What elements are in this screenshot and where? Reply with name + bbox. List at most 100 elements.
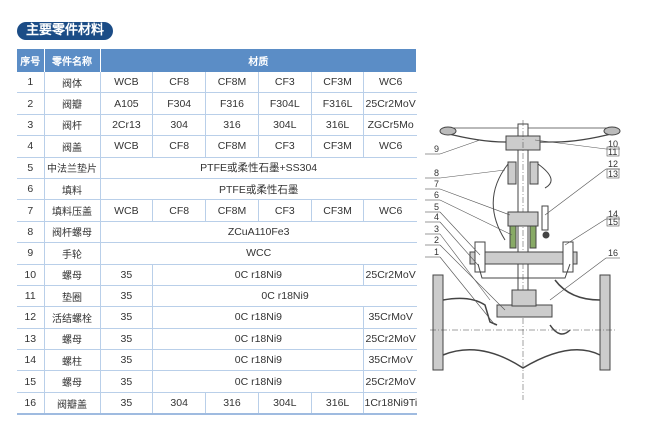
- part-name-cell: 螺柱: [44, 349, 101, 372]
- seq-cell: 13: [17, 328, 45, 351]
- material-cell: CF3M: [311, 135, 365, 158]
- material-cell: F304: [152, 92, 207, 115]
- leader-line: [439, 221, 479, 266]
- seq-cell: 8: [17, 221, 45, 244]
- table-header-row: 序号 零件名称 材质: [17, 49, 418, 72]
- material-cell: 0C r18Ni9: [152, 285, 417, 308]
- seq-cell: 10: [17, 264, 45, 286]
- material-cell: 1Cr18Ni9Ti: [363, 392, 417, 416]
- material-cell: WC6: [363, 72, 417, 94]
- part-name-cell: 活结螺栓: [44, 306, 101, 329]
- material-cell: F316: [205, 92, 259, 115]
- header-material: 材质: [100, 49, 418, 72]
- material-cell: 304L: [258, 114, 312, 137]
- seq-cell: 16: [17, 392, 45, 416]
- leader-line: [439, 139, 481, 155]
- material-cell: CF3M: [311, 199, 365, 222]
- header-name: 零件名称: [44, 49, 101, 72]
- part-name-cell: 阀杆螺母: [44, 221, 101, 244]
- leader-line: [439, 188, 511, 216]
- part-name-cell: 中法兰垫片: [44, 157, 101, 179]
- seq-cell: 1: [17, 72, 45, 94]
- material-cell: 2Cr13: [100, 114, 154, 137]
- material-cell: 35CrMoV: [363, 349, 417, 372]
- part-name-cell: 阀杆: [44, 114, 101, 137]
- leader-line: [439, 233, 491, 301]
- disc: [496, 304, 553, 318]
- material-cell: 316L: [311, 114, 365, 137]
- part-callout-label: 4: [434, 212, 439, 222]
- part-callout-label: 14: [608, 209, 618, 219]
- seq-cell: 9: [17, 242, 45, 265]
- material-cell: ZCuA110Fe3: [100, 221, 417, 244]
- part-callout-label: 13: [608, 169, 618, 179]
- part-name-cell: 螺母: [44, 370, 101, 393]
- material-cell: WCB: [100, 199, 154, 222]
- part-name-cell: 填料压盖: [44, 199, 101, 222]
- part-callout-label: 5: [434, 202, 439, 212]
- part-callout-label: 2: [434, 235, 439, 245]
- material-cell: 35: [100, 306, 154, 329]
- valve-body: [442, 279, 601, 369]
- seq-cell: 6: [17, 178, 45, 201]
- material-cell: 304: [152, 114, 207, 137]
- part-name-cell: 阀体: [44, 72, 101, 94]
- seq-cell: 2: [17, 92, 45, 115]
- callout-box: [606, 146, 620, 157]
- part-name-cell: 阀盖: [44, 135, 101, 158]
- material-cell: 0C r18Ni9: [152, 370, 365, 393]
- material-cell: 304L: [258, 392, 312, 416]
- leader-line: [439, 199, 513, 236]
- part-callout-label: 15: [608, 217, 618, 227]
- part-callout-label: 9: [434, 144, 439, 154]
- material-cell: WCB: [100, 135, 154, 158]
- part-callout-label: 3: [434, 224, 439, 234]
- material-cell: 0C r18Ni9: [152, 306, 365, 329]
- part-callout-label: 11: [608, 147, 617, 157]
- material-cell: CF3M: [311, 72, 365, 94]
- material-cell: ZGCr5Mo: [363, 114, 417, 137]
- material-cell: WCB: [100, 72, 154, 94]
- leader-line: [534, 139, 607, 150]
- material-cell: WC6: [363, 199, 417, 222]
- bonnet-flange: [469, 251, 578, 265]
- part-name-cell: 螺母: [44, 328, 101, 351]
- material-cell: 304: [152, 392, 207, 416]
- leader-line: [439, 256, 496, 326]
- part-name-cell: 阀瓣: [44, 92, 101, 115]
- part-name-cell: 垫圈: [44, 285, 101, 308]
- seq-cell: 7: [17, 199, 45, 222]
- leader-line: [549, 257, 607, 301]
- seq-cell: 12: [17, 306, 45, 329]
- part-name-cell: 手轮: [44, 242, 101, 265]
- seq-cell: 3: [17, 114, 45, 137]
- seq-cell: 15: [17, 370, 45, 393]
- seq-cell: 5: [17, 157, 45, 179]
- leader-line: [439, 169, 506, 179]
- material-cell: 35: [100, 264, 154, 286]
- seq-cell: 14: [17, 349, 45, 372]
- section-title: 主要零件材料: [17, 22, 114, 40]
- material-cell: 35: [100, 285, 154, 308]
- callout-box: [606, 168, 620, 179]
- material-cell: 25Cr2MoV: [363, 92, 417, 115]
- material-cell: 25Cr2MoV: [363, 328, 417, 351]
- part-callout-label: 16: [608, 248, 618, 258]
- material-cell: CF8M: [205, 135, 259, 158]
- leader-line: [544, 168, 607, 216]
- part-callout-label: 1: [434, 247, 439, 257]
- material-cell: 25Cr2MoV: [363, 264, 417, 286]
- material-cell: PTFE或柔性石墨: [100, 178, 417, 201]
- material-cell: 35: [100, 328, 154, 351]
- material-cell: CF3: [258, 135, 312, 158]
